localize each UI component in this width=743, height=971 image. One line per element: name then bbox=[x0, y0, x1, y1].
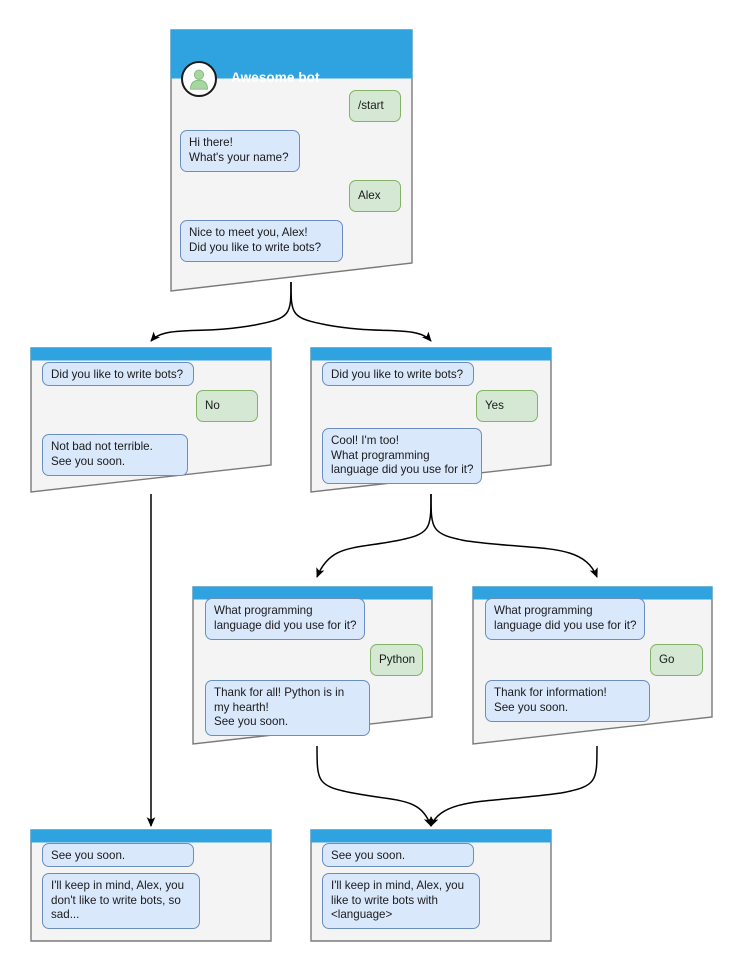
message-bubble-bot[interactable]: What programming language did you use fo… bbox=[205, 598, 365, 640]
card-root-header-title: Awesome bot bbox=[231, 70, 320, 85]
message-bubble-user[interactable]: Go bbox=[650, 644, 703, 676]
card-end-happy[interactable]: See you soon. I'll keep in mind, Alex, y… bbox=[310, 829, 552, 942]
message-bubble-bot[interactable]: Nice to meet you, Alex! Did you like to … bbox=[180, 220, 343, 262]
connector-root-to-no bbox=[150, 281, 292, 342]
message-bubble-bot[interactable]: I'll keep in mind, Alex, you don't like … bbox=[42, 873, 200, 929]
person-icon bbox=[190, 69, 208, 90]
connector-root-to-yes bbox=[290, 281, 432, 342]
message-bubble-bot[interactable]: Cool! I'm too! What programming language… bbox=[322, 428, 482, 484]
message-bubble-bot[interactable]: See you soon. bbox=[42, 843, 194, 867]
message-bubble-bot[interactable]: What programming language did you use fo… bbox=[485, 598, 645, 640]
card-root[interactable]: Awesome bot /start Hi there! What's your… bbox=[170, 29, 413, 292]
message-bubble-bot[interactable]: Thank for information! See you soon. bbox=[485, 680, 650, 722]
connector-go-to-end-happy bbox=[430, 745, 598, 827]
message-bubble-bot[interactable]: Not bad not terrible. See you soon. bbox=[42, 434, 188, 476]
message-bubble-user[interactable]: Yes bbox=[476, 390, 538, 422]
message-bubble-user[interactable]: Alex bbox=[349, 180, 401, 212]
message-bubble-user[interactable]: Python bbox=[370, 644, 423, 676]
message-bubble-bot[interactable]: Did you like to write bots? bbox=[322, 362, 474, 386]
card-go-branch[interactable]: What programming language did you use fo… bbox=[472, 586, 713, 745]
card-yes-branch[interactable]: Did you like to write bots? Yes Cool! I'… bbox=[310, 347, 552, 493]
message-bubble-user[interactable]: /start bbox=[349, 90, 401, 122]
message-bubble-bot[interactable]: Did you like to write bots? bbox=[42, 362, 194, 386]
message-bubble-user[interactable]: No bbox=[196, 390, 258, 422]
connector-yes-to-python bbox=[316, 493, 432, 578]
message-bubble-bot[interactable]: Hi there! What's your name? bbox=[180, 130, 300, 172]
message-bubble-bot[interactable]: See you soon. bbox=[322, 843, 474, 867]
card-no-branch[interactable]: Did you like to write bots? No Not bad n… bbox=[30, 347, 272, 493]
card-python-branch[interactable]: What programming language did you use fo… bbox=[192, 586, 433, 745]
card-end-sad[interactable]: See you soon. I'll keep in mind, Alex, y… bbox=[30, 829, 272, 942]
message-bubble-bot[interactable]: I'll keep in mind, Alex, you like to wri… bbox=[322, 873, 480, 929]
connector-python-to-end-happy bbox=[316, 745, 432, 827]
connector-yes-to-go bbox=[430, 493, 598, 578]
message-bubble-bot[interactable]: Thank for all! Python is in my hearth! S… bbox=[205, 680, 370, 736]
avatar bbox=[181, 61, 217, 97]
